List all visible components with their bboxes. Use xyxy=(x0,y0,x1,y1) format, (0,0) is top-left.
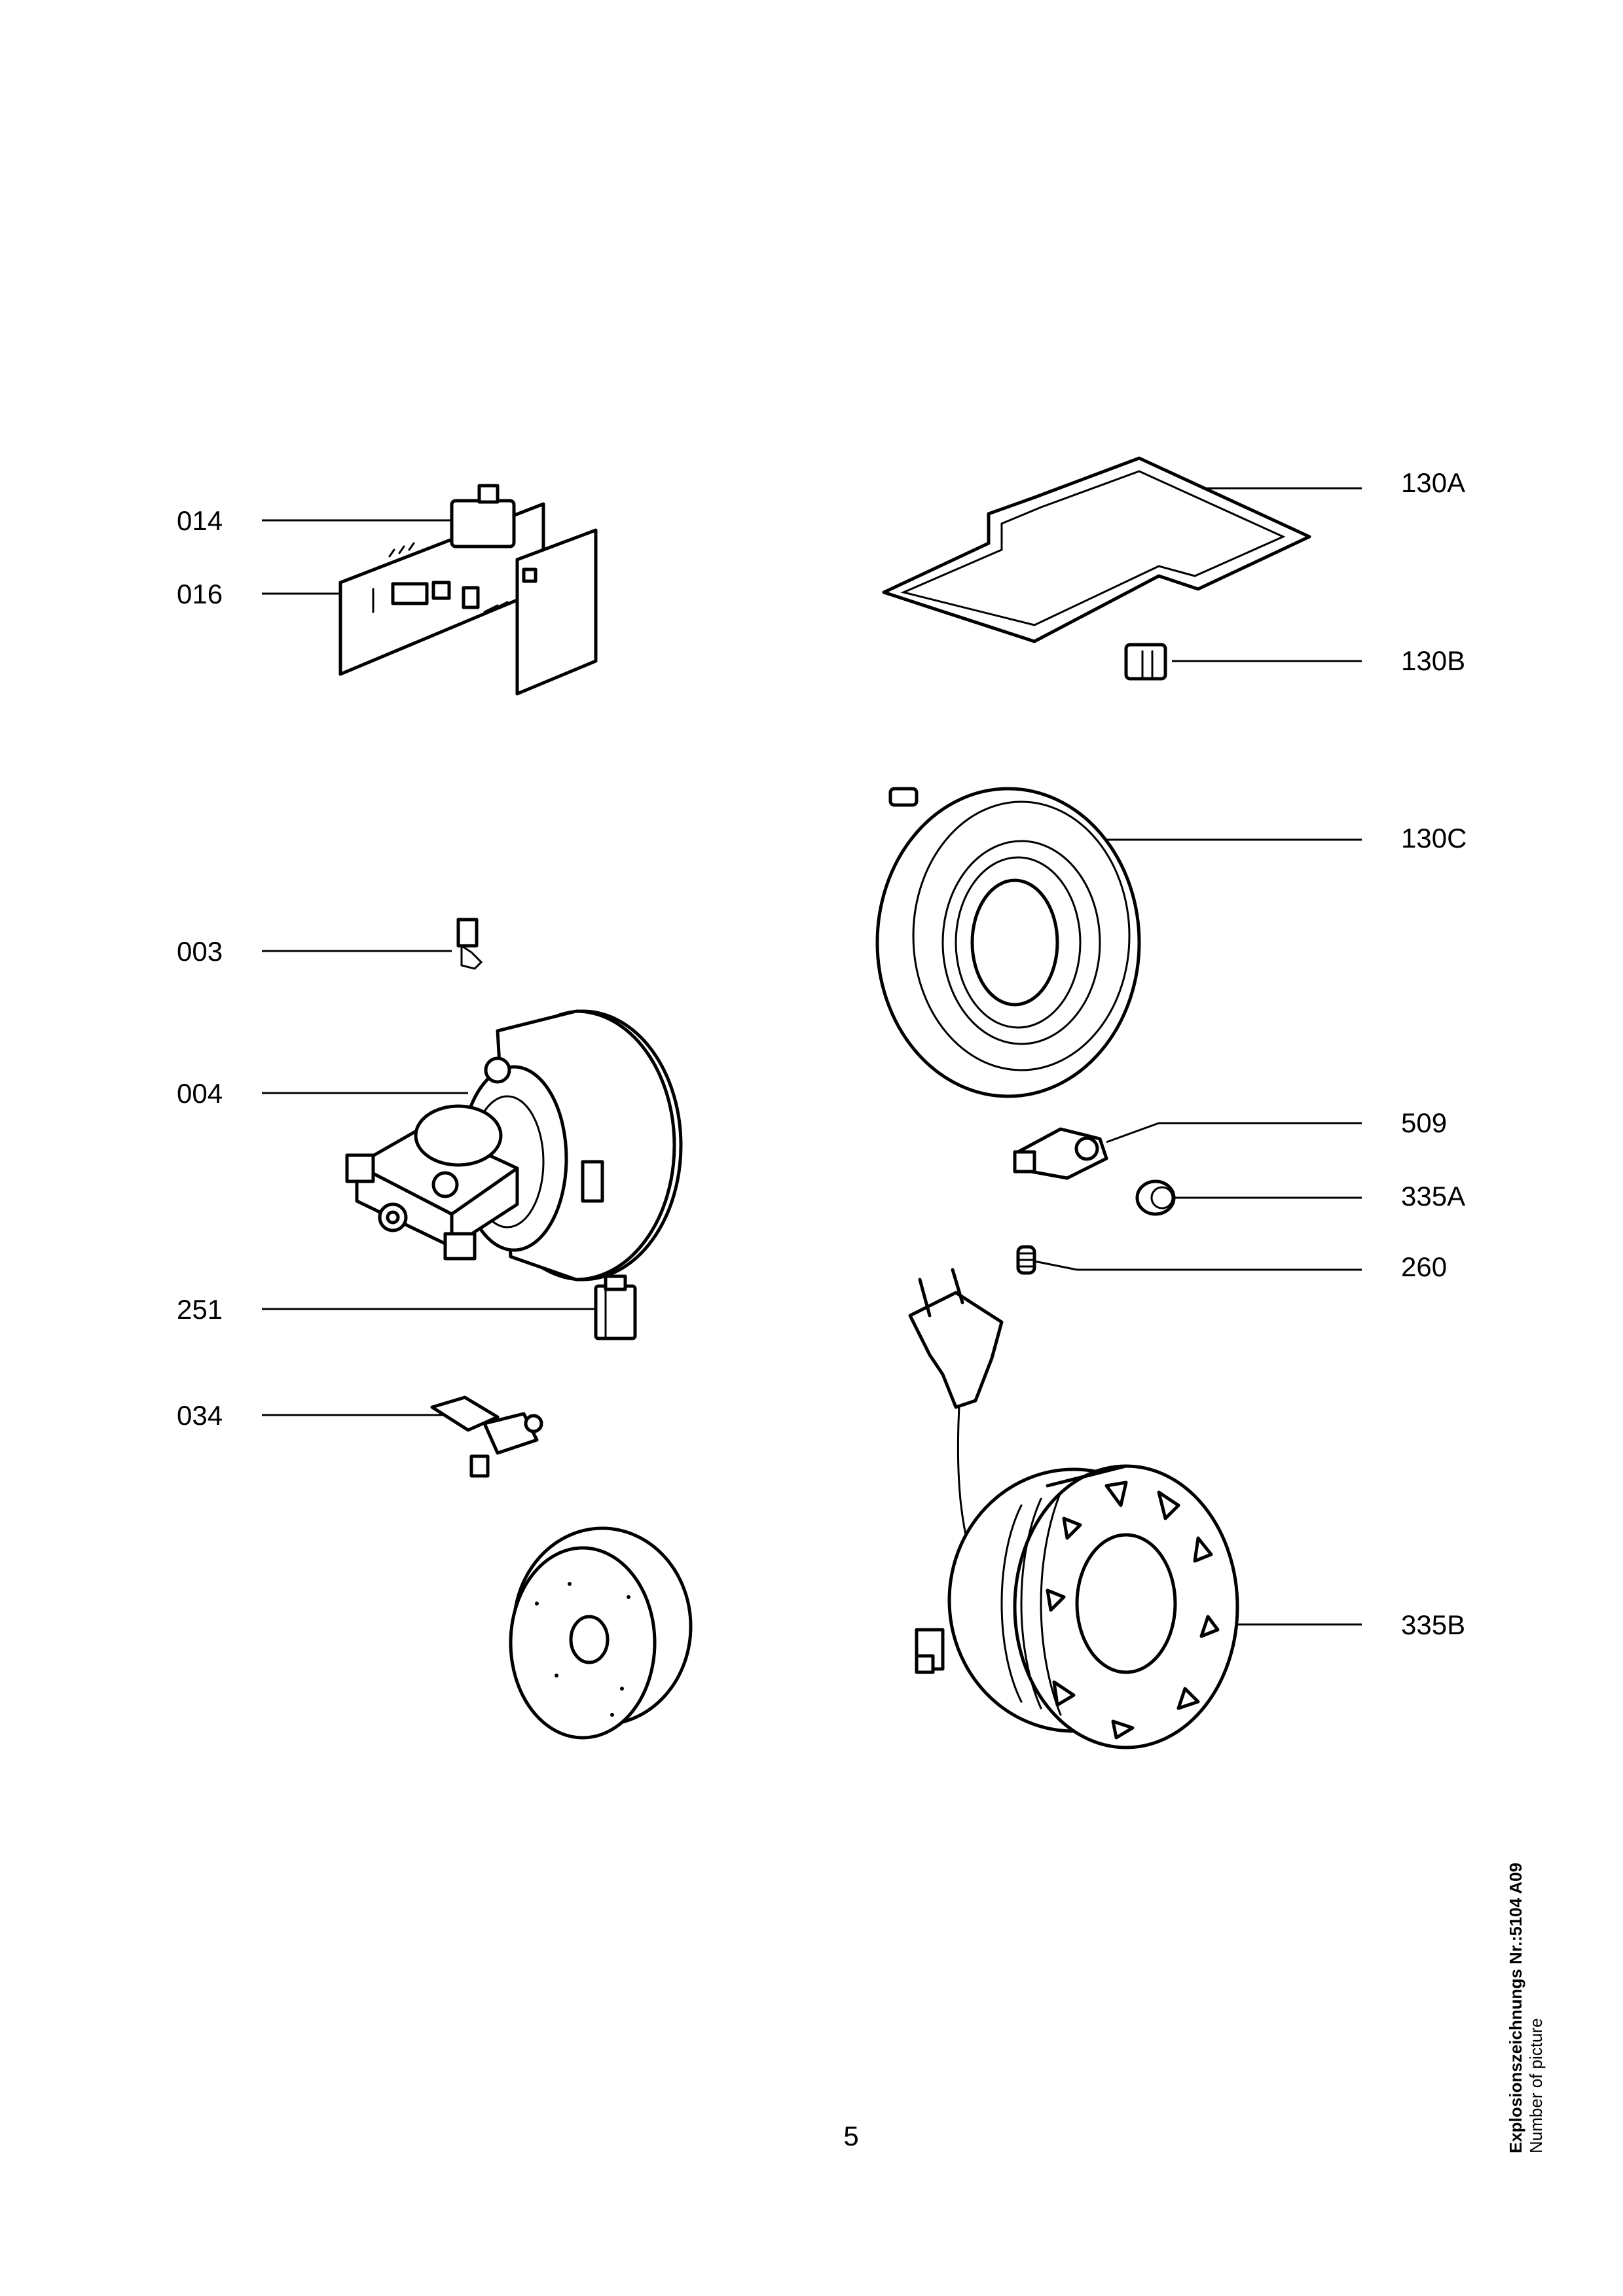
switch-014 xyxy=(450,499,516,548)
label-004: 004 xyxy=(177,1078,223,1109)
label-130C: 130C xyxy=(1401,823,1467,853)
label-335A: 335A xyxy=(1401,1181,1465,1211)
leader-509 xyxy=(1106,1122,1362,1143)
reel-hub xyxy=(1075,1533,1177,1674)
label-003: 003 xyxy=(177,936,223,967)
leader-260 xyxy=(1034,1260,1362,1271)
brush-part-251 xyxy=(594,1274,637,1340)
ring-part-130C xyxy=(875,787,1141,1098)
pcb-component xyxy=(391,582,429,605)
plug xyxy=(908,1291,1004,1409)
spring-part-260 xyxy=(1016,1245,1036,1275)
label-130A: 130A xyxy=(1401,467,1465,498)
callout-130A: 130A xyxy=(1198,467,1465,498)
callout-014: 014 xyxy=(177,505,458,536)
footer-caption: Explosionszeichnungs Nr.:5104 A09 Number… xyxy=(1506,1863,1546,2153)
label-014: 014 xyxy=(177,505,223,536)
pcb-component-3 xyxy=(462,586,480,609)
label-260: 260 xyxy=(1401,1251,1447,1282)
frame-part-130A xyxy=(882,456,1311,643)
page-number: 5 xyxy=(843,2121,859,2151)
label-335B: 335B xyxy=(1401,1609,1465,1640)
footer-subtitle: Number of picture xyxy=(1526,2018,1546,2153)
pcb-component-2 xyxy=(431,581,451,600)
callout-016: 016 xyxy=(177,579,347,609)
knob-part-335A xyxy=(1135,1179,1176,1216)
clip-part-130B xyxy=(1124,643,1167,681)
callout-130B: 130B xyxy=(1172,645,1465,676)
callout-509: 509 xyxy=(1106,1107,1447,1143)
brush-holder-part-034 xyxy=(430,1395,543,1478)
callout-335A: 335A xyxy=(1172,1181,1465,1211)
circuit-board-part xyxy=(338,484,598,696)
motor-part-004 xyxy=(345,1009,683,1282)
pcb-board-side xyxy=(515,528,598,696)
callout-004: 004 xyxy=(177,1078,468,1109)
label-016: 016 xyxy=(177,579,223,609)
callout-251: 251 xyxy=(177,1294,602,1325)
footer-title: Explosionszeichnungs Nr.:5104 A09 xyxy=(1506,1862,1525,2153)
label-130B: 130B xyxy=(1401,645,1465,676)
label-034: 034 xyxy=(177,1400,223,1431)
callout-034: 034 xyxy=(177,1400,445,1431)
callout-260: 260 xyxy=(1034,1251,1447,1282)
label-509: 509 xyxy=(1401,1107,1447,1138)
switch-014-top xyxy=(477,484,500,504)
terminal-part-003 xyxy=(456,918,483,970)
label-251: 251 xyxy=(177,1294,223,1325)
latch-part-509 xyxy=(1013,1127,1108,1180)
cable-reel-part-335B xyxy=(908,1268,1239,1749)
callout-003: 003 xyxy=(177,936,452,967)
filter-disc xyxy=(509,1526,693,1740)
